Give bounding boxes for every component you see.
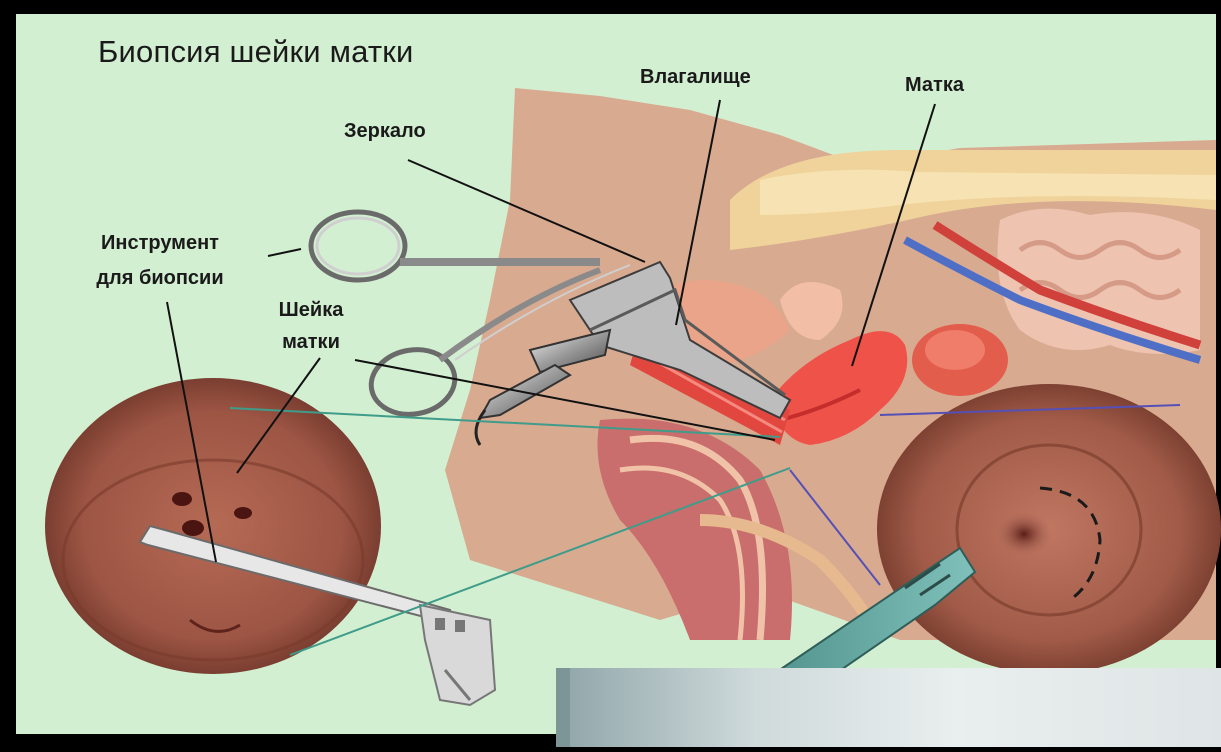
biopsy-hole xyxy=(172,492,192,506)
label-biopsy-tool-line1: Инструмент xyxy=(60,226,260,261)
label-vagina: Влагалище xyxy=(640,66,751,89)
cervix-closeup-right xyxy=(877,384,1221,674)
overlay-photo-fragment xyxy=(556,668,1221,747)
label-cervix: Шейка матки xyxy=(256,294,366,358)
label-uterus: Матка xyxy=(905,74,964,97)
label-biopsy-tool-line2: для биопсии xyxy=(60,261,260,296)
cervical-os xyxy=(994,510,1054,558)
label-cervix-line1: Шейка xyxy=(256,294,366,326)
biopsy-hole xyxy=(234,507,252,519)
label-cervix-line2: матки xyxy=(256,326,366,358)
diagram-title: Биопсия шейки матки xyxy=(98,34,414,70)
biopsy-hole xyxy=(182,520,204,536)
label-biopsy-tool: Инструмент для биопсии xyxy=(60,226,260,296)
label-speculum: Зеркало xyxy=(344,120,426,143)
cervix-closeup-left xyxy=(45,378,381,674)
